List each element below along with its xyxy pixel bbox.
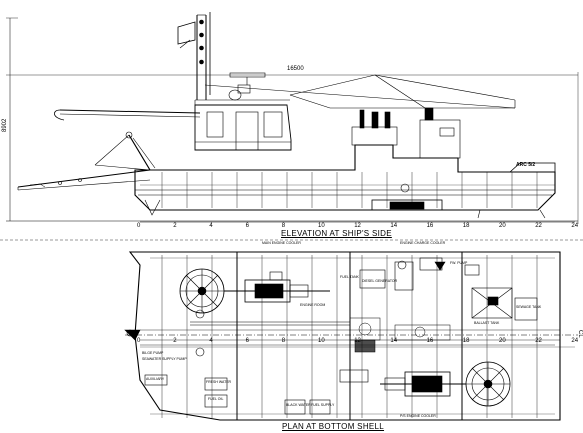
elevation-frame-10: 10 bbox=[318, 223, 325, 229]
engine-starboard bbox=[380, 371, 466, 397]
piping-mid bbox=[190, 317, 451, 353]
label-diesel-generator: DIESEL GENERATOR bbox=[362, 279, 398, 283]
plan-cl-label: CL bbox=[577, 330, 583, 338]
engine-port bbox=[224, 271, 330, 303]
elevation-title: ELEVATION AT SHIP'S SIDE bbox=[281, 229, 392, 238]
elevation-frame-4: 4 bbox=[209, 223, 213, 229]
elevation-frame-18: 18 bbox=[462, 223, 470, 229]
hull-elevation bbox=[134, 144, 556, 219]
label-engine-room: ENGINE ROOM bbox=[300, 303, 326, 307]
radar bbox=[228, 72, 266, 101]
elevation-frame-2: 2 bbox=[173, 223, 177, 229]
plan-view bbox=[124, 251, 578, 421]
bow-jib bbox=[17, 169, 151, 191]
label-fuel-oil: FUEL OIL bbox=[208, 397, 224, 401]
label-fw-pump: FW. PUMP bbox=[450, 261, 468, 265]
plan-frame-4: 4 bbox=[209, 338, 213, 344]
plan-frame-22: 22 bbox=[535, 338, 542, 344]
hull-marking: ARC 5/2 bbox=[516, 162, 536, 168]
label-black-water: BLACK WATER bbox=[286, 403, 311, 407]
elevation-frame-12: 12 bbox=[354, 223, 361, 229]
elevation-frame-0: 0 bbox=[137, 223, 141, 229]
propeller-forward bbox=[179, 268, 225, 314]
elevation-frame-22: 22 bbox=[535, 223, 542, 229]
label-main-engine-cooler: MAIN ENGINE COOLER bbox=[262, 241, 301, 245]
plan-frame-14: 14 bbox=[390, 338, 398, 344]
label-ballast-tank: BALLAST TANK bbox=[474, 321, 500, 325]
elevation-frame-8: 8 bbox=[281, 223, 286, 229]
label-bilge-pump: BILGE PUMP bbox=[142, 351, 164, 355]
wheelhouse bbox=[194, 99, 292, 151]
plan-frame-0: 0 bbox=[137, 338, 141, 344]
label-ps-engine-cooler: P/S ENGINE COOLER bbox=[400, 414, 436, 418]
plan-frame-24: 24 bbox=[571, 338, 579, 344]
label-auxiliary: AUXILIARY bbox=[146, 377, 165, 381]
label-sewage-tank: SEWAGE TANK bbox=[516, 305, 542, 309]
plan-frame-20: 20 bbox=[499, 338, 506, 344]
plan-frame-16: 16 bbox=[426, 338, 434, 344]
boom-arm bbox=[54, 109, 201, 121]
plan-frame-18: 18 bbox=[462, 338, 470, 344]
label-fuel-supply: FUEL SUPPLY bbox=[311, 403, 335, 407]
elevation-view bbox=[6, 12, 579, 224]
elevation-frame-20: 20 bbox=[499, 223, 506, 229]
plan-frame-2: 2 bbox=[173, 338, 177, 344]
label-fuel-tank: FUEL TANK bbox=[340, 275, 359, 279]
plan-title: PLAN AT BOTTOM SHELL bbox=[282, 422, 385, 431]
elevation-frame-14: 14 bbox=[390, 223, 398, 229]
elevation-frame-24: 24 bbox=[571, 223, 579, 229]
plan-frame-8: 8 bbox=[281, 338, 286, 344]
exhaust-stacks bbox=[351, 107, 461, 159]
mast bbox=[177, 12, 211, 100]
height-dim: 8902 bbox=[2, 118, 8, 132]
elevation-frame-6: 6 bbox=[245, 223, 249, 229]
propeller-aft bbox=[465, 361, 511, 407]
compartments bbox=[144, 257, 538, 415]
forward-crane bbox=[94, 131, 156, 171]
elevation-frame-16: 16 bbox=[426, 223, 434, 229]
label-seawater-pump: SEAWATER SUPPLY PUMP bbox=[142, 357, 187, 361]
plan-frame-6: 6 bbox=[245, 338, 249, 344]
plan-frame-12: 12 bbox=[354, 338, 361, 344]
overall-length-dim: 16500 bbox=[287, 66, 304, 72]
canopy-rigging bbox=[204, 74, 516, 109]
label-fresh-water: FRESH WATER bbox=[206, 380, 232, 384]
label-engine-charge-cooler: ENGINE CHARGE COOLER bbox=[400, 241, 446, 245]
plan-frame-10: 10 bbox=[318, 338, 325, 344]
